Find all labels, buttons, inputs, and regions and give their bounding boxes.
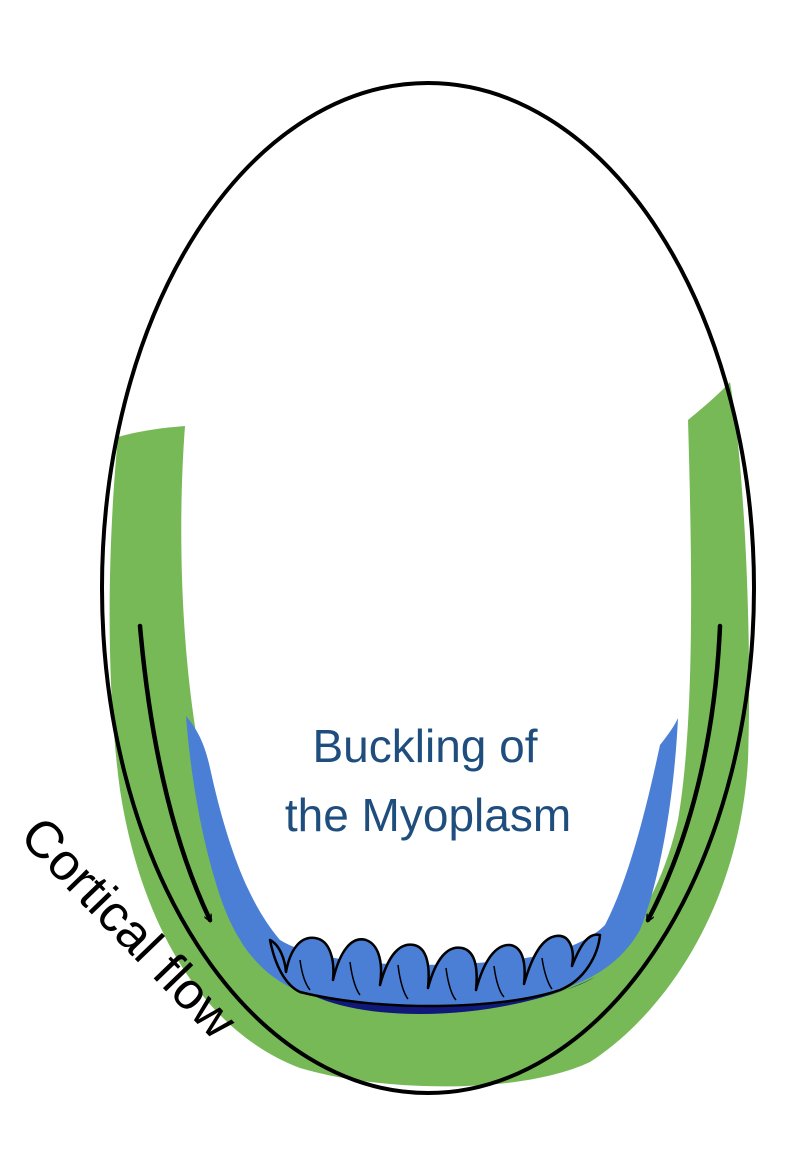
buckling-label-line1: Buckling of <box>312 720 537 772</box>
right-flow-arrow-icon <box>645 623 723 920</box>
buckled-myoplasm-fold <box>268 933 602 1008</box>
egg-fill <box>102 83 754 1093</box>
myoplasm-dark-base <box>282 975 598 1014</box>
fold-crease-lines <box>299 957 553 1001</box>
cortex-layer <box>109 382 750 1087</box>
left-flow-arrow-icon <box>137 623 213 920</box>
egg-outline <box>100 81 756 1095</box>
buckling-label-line2: the Myoplasm <box>285 789 571 841</box>
